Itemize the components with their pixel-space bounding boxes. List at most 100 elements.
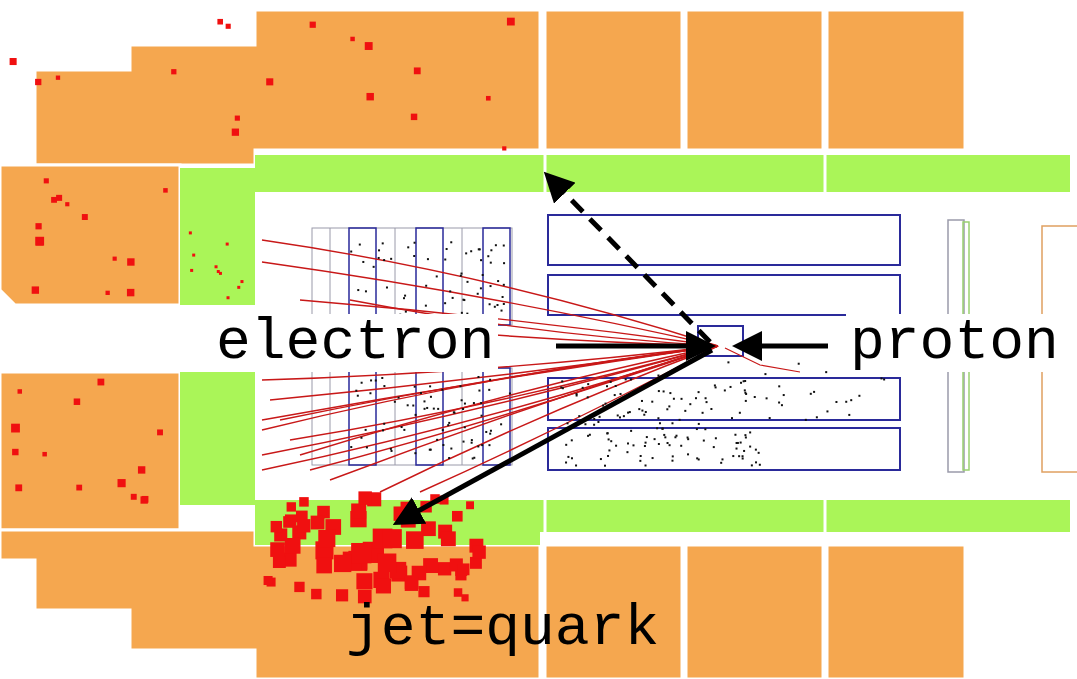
hit xyxy=(357,395,359,397)
energy-cell xyxy=(157,429,163,435)
hit xyxy=(625,378,627,380)
hit xyxy=(461,273,463,275)
hit xyxy=(490,249,492,251)
hit xyxy=(587,396,589,398)
hit xyxy=(589,434,591,436)
hit xyxy=(462,299,464,301)
energy-cell xyxy=(113,257,117,261)
hit xyxy=(680,445,682,447)
hit xyxy=(424,408,426,410)
energy-cell xyxy=(15,484,22,491)
hit xyxy=(684,410,686,412)
hit xyxy=(607,455,609,457)
hit xyxy=(658,390,660,392)
hit xyxy=(813,391,815,393)
hit xyxy=(749,446,751,448)
hit xyxy=(490,285,492,287)
hit xyxy=(463,299,465,301)
hit xyxy=(669,444,671,446)
hit xyxy=(480,402,482,404)
energy-cell xyxy=(56,76,60,80)
hit xyxy=(565,462,567,464)
hit xyxy=(639,460,641,462)
energy-cell xyxy=(452,511,463,522)
hit xyxy=(414,386,416,388)
hit xyxy=(464,426,466,428)
hit xyxy=(704,428,706,430)
hit xyxy=(365,429,367,431)
energy-cell xyxy=(294,582,304,592)
energy-cell xyxy=(227,296,230,299)
hit xyxy=(883,378,885,380)
energy-cell xyxy=(35,79,41,85)
hit xyxy=(645,464,647,466)
hit xyxy=(472,457,474,459)
hit xyxy=(503,245,505,247)
hit xyxy=(449,290,451,292)
energy-cell xyxy=(163,188,168,193)
hit xyxy=(471,442,473,444)
energy-cell xyxy=(226,243,229,246)
hit xyxy=(599,416,601,418)
energy-cell xyxy=(192,254,195,257)
hit xyxy=(442,429,444,431)
hit xyxy=(754,396,756,398)
energy-cell xyxy=(10,58,17,65)
hit xyxy=(414,242,416,244)
track xyxy=(725,348,800,372)
energy-cell xyxy=(232,129,239,136)
energy-cell xyxy=(237,286,240,289)
energy-cell xyxy=(472,545,485,558)
hit xyxy=(430,449,432,451)
hit xyxy=(477,376,479,378)
hit xyxy=(478,248,480,250)
hit xyxy=(610,440,612,442)
energy-cell xyxy=(356,573,372,589)
inner-calorimeter xyxy=(180,155,1070,545)
hit xyxy=(739,412,741,414)
hit xyxy=(477,293,479,295)
energy-cell xyxy=(42,452,47,457)
hit xyxy=(610,381,612,383)
hit xyxy=(461,399,463,401)
hit xyxy=(600,458,602,460)
energy-cell xyxy=(189,231,192,234)
hit xyxy=(381,377,383,379)
hit xyxy=(663,434,665,436)
energy-cell xyxy=(311,516,325,530)
hit xyxy=(706,401,708,403)
hit xyxy=(582,387,584,389)
hit xyxy=(668,405,670,407)
energy-cell xyxy=(351,503,366,518)
hit xyxy=(702,412,704,414)
hit xyxy=(489,433,491,435)
hit xyxy=(503,303,505,305)
hit xyxy=(423,400,425,402)
hit xyxy=(578,415,580,417)
hit xyxy=(751,464,753,466)
hit xyxy=(437,408,439,410)
hit xyxy=(462,408,464,410)
hit xyxy=(764,373,766,375)
hit xyxy=(755,449,757,451)
hit xyxy=(646,436,648,438)
hit xyxy=(565,444,567,446)
hit xyxy=(641,400,643,402)
hit xyxy=(509,392,511,394)
hit xyxy=(444,259,446,261)
energy-cell xyxy=(11,424,20,433)
hit xyxy=(490,430,492,432)
hit xyxy=(658,443,660,445)
hit xyxy=(503,284,505,286)
hit xyxy=(714,384,716,386)
hit xyxy=(607,432,609,434)
hit xyxy=(373,266,375,268)
hit xyxy=(687,453,689,455)
hit xyxy=(382,242,384,244)
hit xyxy=(405,311,407,313)
hit xyxy=(365,290,367,292)
hit xyxy=(370,379,372,381)
energy-cell xyxy=(56,195,62,201)
hit xyxy=(357,289,359,291)
hit xyxy=(448,422,450,424)
